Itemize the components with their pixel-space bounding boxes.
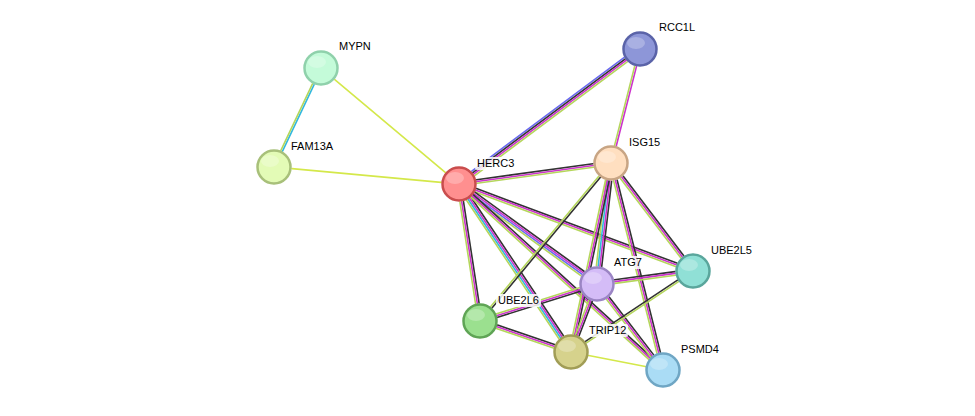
interaction-edge: [615, 272, 676, 284]
protein-node: ISG15: [593, 145, 629, 181]
protein-node: TRIP12: [553, 334, 589, 370]
node-label: RCC1L: [657, 21, 697, 34]
node-circle: [645, 352, 681, 388]
node-circle: [579, 266, 615, 302]
protein-node: HERC3: [441, 166, 477, 202]
node-label: FAM13A: [289, 140, 335, 153]
node-circle: [256, 149, 292, 185]
node-circle: [675, 253, 711, 289]
interaction-edge: [497, 288, 581, 318]
node-circle: [553, 334, 589, 370]
interaction-edge: [589, 355, 646, 366]
interaction-edge: [460, 202, 479, 304]
protein-node: MYPN: [303, 50, 339, 86]
node-label: UBE2L6: [496, 294, 541, 307]
node-label: HERC3: [475, 157, 516, 170]
interaction-edge: [496, 325, 554, 348]
protein-node: ATG7: [579, 266, 615, 302]
interaction-edge: [615, 66, 637, 146]
protein-node: FAM13A: [256, 149, 292, 185]
node-label: UBE2L5: [709, 244, 754, 257]
node-label: ATG7: [612, 256, 644, 269]
node-circle: [622, 31, 658, 67]
interaction-edge: [472, 58, 627, 176]
interaction-edge: [292, 169, 441, 183]
protein-node: RCC1L: [622, 31, 658, 67]
protein-node: UBE2L5: [675, 253, 711, 289]
node-circle: [593, 145, 629, 181]
node-circle: [303, 50, 339, 86]
interaction-edge: [335, 80, 445, 173]
node-circle: [462, 303, 498, 339]
node-label: ISG15: [627, 136, 662, 149]
node-label: MYPN: [337, 40, 373, 53]
node-label: TRIP12: [587, 324, 628, 337]
protein-node: UBE2L6: [462, 303, 498, 339]
node-label: PSMD4: [679, 343, 721, 356]
protein-node: PSMD4: [645, 352, 681, 388]
interaction-edge: [573, 180, 609, 335]
node-circle: [441, 166, 477, 202]
